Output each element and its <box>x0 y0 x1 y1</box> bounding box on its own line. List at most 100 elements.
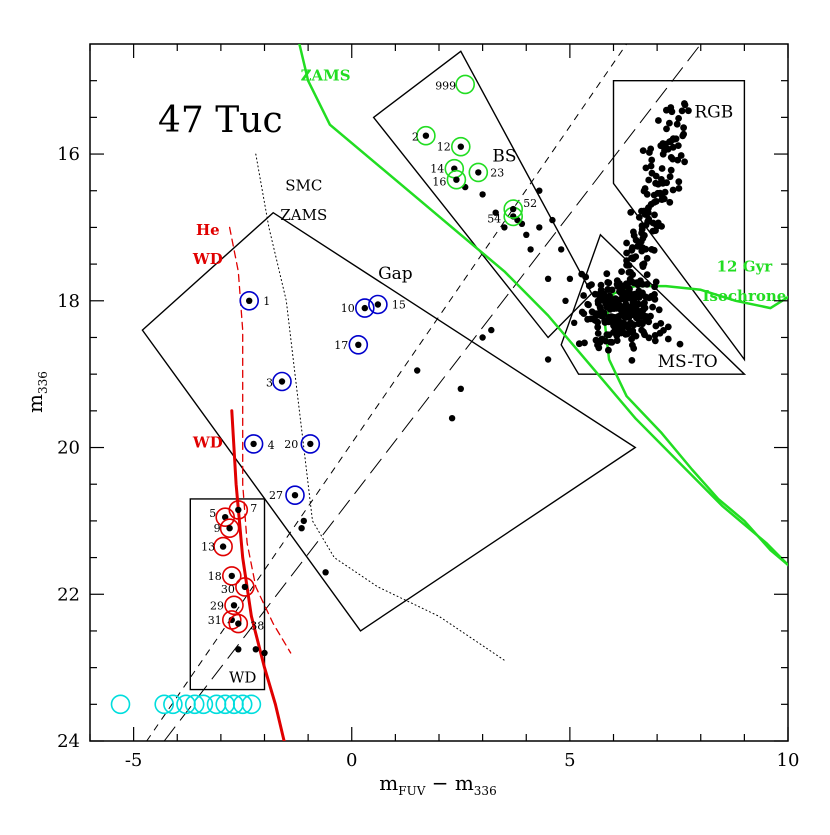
msto-star <box>649 303 656 311</box>
msto-star <box>629 327 637 335</box>
annotation-12-gyr: 12 Gyr <box>717 257 774 275</box>
x-tick-label: 5 <box>564 750 575 771</box>
star-dot-27 <box>291 492 299 499</box>
rgb-star <box>660 195 668 203</box>
star-label-15: 15 <box>392 299 406 312</box>
msto-star <box>608 286 616 294</box>
rgb-star <box>639 147 647 155</box>
msto-star <box>594 330 602 337</box>
msto-star <box>629 308 636 316</box>
rgb-star <box>669 186 677 194</box>
star-label-1: 1 <box>263 295 270 308</box>
msto-star <box>617 289 625 297</box>
rgb-star <box>630 228 637 236</box>
star-ring-27 <box>285 485 305 506</box>
annotation-gap: Gap <box>378 264 413 284</box>
rgb-star <box>629 244 636 251</box>
rgb-star <box>675 185 683 192</box>
msto-star <box>628 357 636 364</box>
star-ring-23 <box>468 162 489 183</box>
star-ring-12 <box>450 136 471 157</box>
rgb-star <box>678 107 686 115</box>
rgb-star <box>652 179 659 187</box>
star-dot-12 <box>457 143 464 150</box>
star-label-14: 14 <box>430 163 444 176</box>
x-tick-label: -5 <box>125 750 143 771</box>
star-ring-15 <box>368 294 388 315</box>
star-label-23: 23 <box>490 166 504 179</box>
rgb-star <box>662 140 669 148</box>
annotation-isochrone: Isochrone <box>702 287 786 305</box>
star-dot-10 <box>361 304 368 312</box>
msto-star <box>594 319 602 326</box>
rgb-star <box>658 223 665 230</box>
msto-star <box>643 271 651 278</box>
msto-star <box>625 314 633 321</box>
short-dash-line <box>146 44 628 741</box>
msto-star <box>607 338 614 346</box>
star-dot-52 <box>510 205 517 213</box>
x-axis-title: mFUV − m336 <box>379 771 496 798</box>
rgb-star <box>645 215 653 223</box>
region-box-gap <box>141 211 637 632</box>
rgb-star <box>641 185 649 192</box>
region-boxes <box>141 50 747 691</box>
x-axis-title-sub1: FUV <box>398 784 425 798</box>
msto-star <box>638 326 645 334</box>
rgb-star <box>627 209 635 216</box>
msto-star <box>629 278 637 286</box>
star-label-30: 30 <box>221 583 235 596</box>
star-label-5: 5 <box>209 507 216 520</box>
star-ring-30 <box>235 577 255 597</box>
rgb-star <box>667 104 675 111</box>
region-box-bs <box>372 50 593 339</box>
rgb-star <box>648 169 656 177</box>
msto-star <box>664 335 672 343</box>
rgb-star <box>680 124 687 132</box>
msto-star <box>656 329 664 337</box>
msto-star <box>617 326 624 334</box>
cyan-circle <box>110 694 131 715</box>
msto-star <box>606 305 614 313</box>
star-dot-1 <box>246 297 253 304</box>
star-ring-9 <box>219 518 240 539</box>
rgb-star <box>623 249 630 257</box>
data-point <box>298 525 305 532</box>
msto-star <box>612 295 619 303</box>
rgb-star <box>669 143 677 151</box>
star-ring-52 <box>503 199 524 219</box>
star-ring-16 <box>446 169 467 190</box>
rgb-star <box>651 211 658 219</box>
msto-star <box>603 270 611 278</box>
msto-star <box>606 292 613 300</box>
rgb-star <box>666 173 674 181</box>
star-ring-20 <box>300 434 321 454</box>
msto-star <box>608 313 616 321</box>
data-point <box>457 385 464 392</box>
y-axis-title-main: m <box>23 394 47 413</box>
curve-wd <box>230 409 286 741</box>
star-ring-17 <box>348 334 369 355</box>
star-label-999: 999 <box>435 79 456 92</box>
msto-star <box>676 340 684 348</box>
msto-star <box>617 295 625 303</box>
data-point <box>322 569 329 576</box>
msto-star <box>630 321 638 329</box>
rgb-star <box>635 214 643 221</box>
rgb-star <box>663 125 670 133</box>
msto-star <box>597 281 605 289</box>
msto-star <box>652 322 660 330</box>
y-tick-label: 18 <box>57 291 80 312</box>
data-point <box>488 326 495 334</box>
star-label-54: 54 <box>487 212 501 225</box>
data-point <box>544 275 552 282</box>
y-axis-title: m336 <box>23 371 50 413</box>
rgb-star <box>679 132 687 140</box>
chart-title: 47 Tuc <box>158 100 283 141</box>
msto-star <box>594 341 601 349</box>
curve-smc-zams <box>255 153 505 661</box>
rgb-star <box>667 166 675 174</box>
star-ring-2 <box>416 125 436 146</box>
